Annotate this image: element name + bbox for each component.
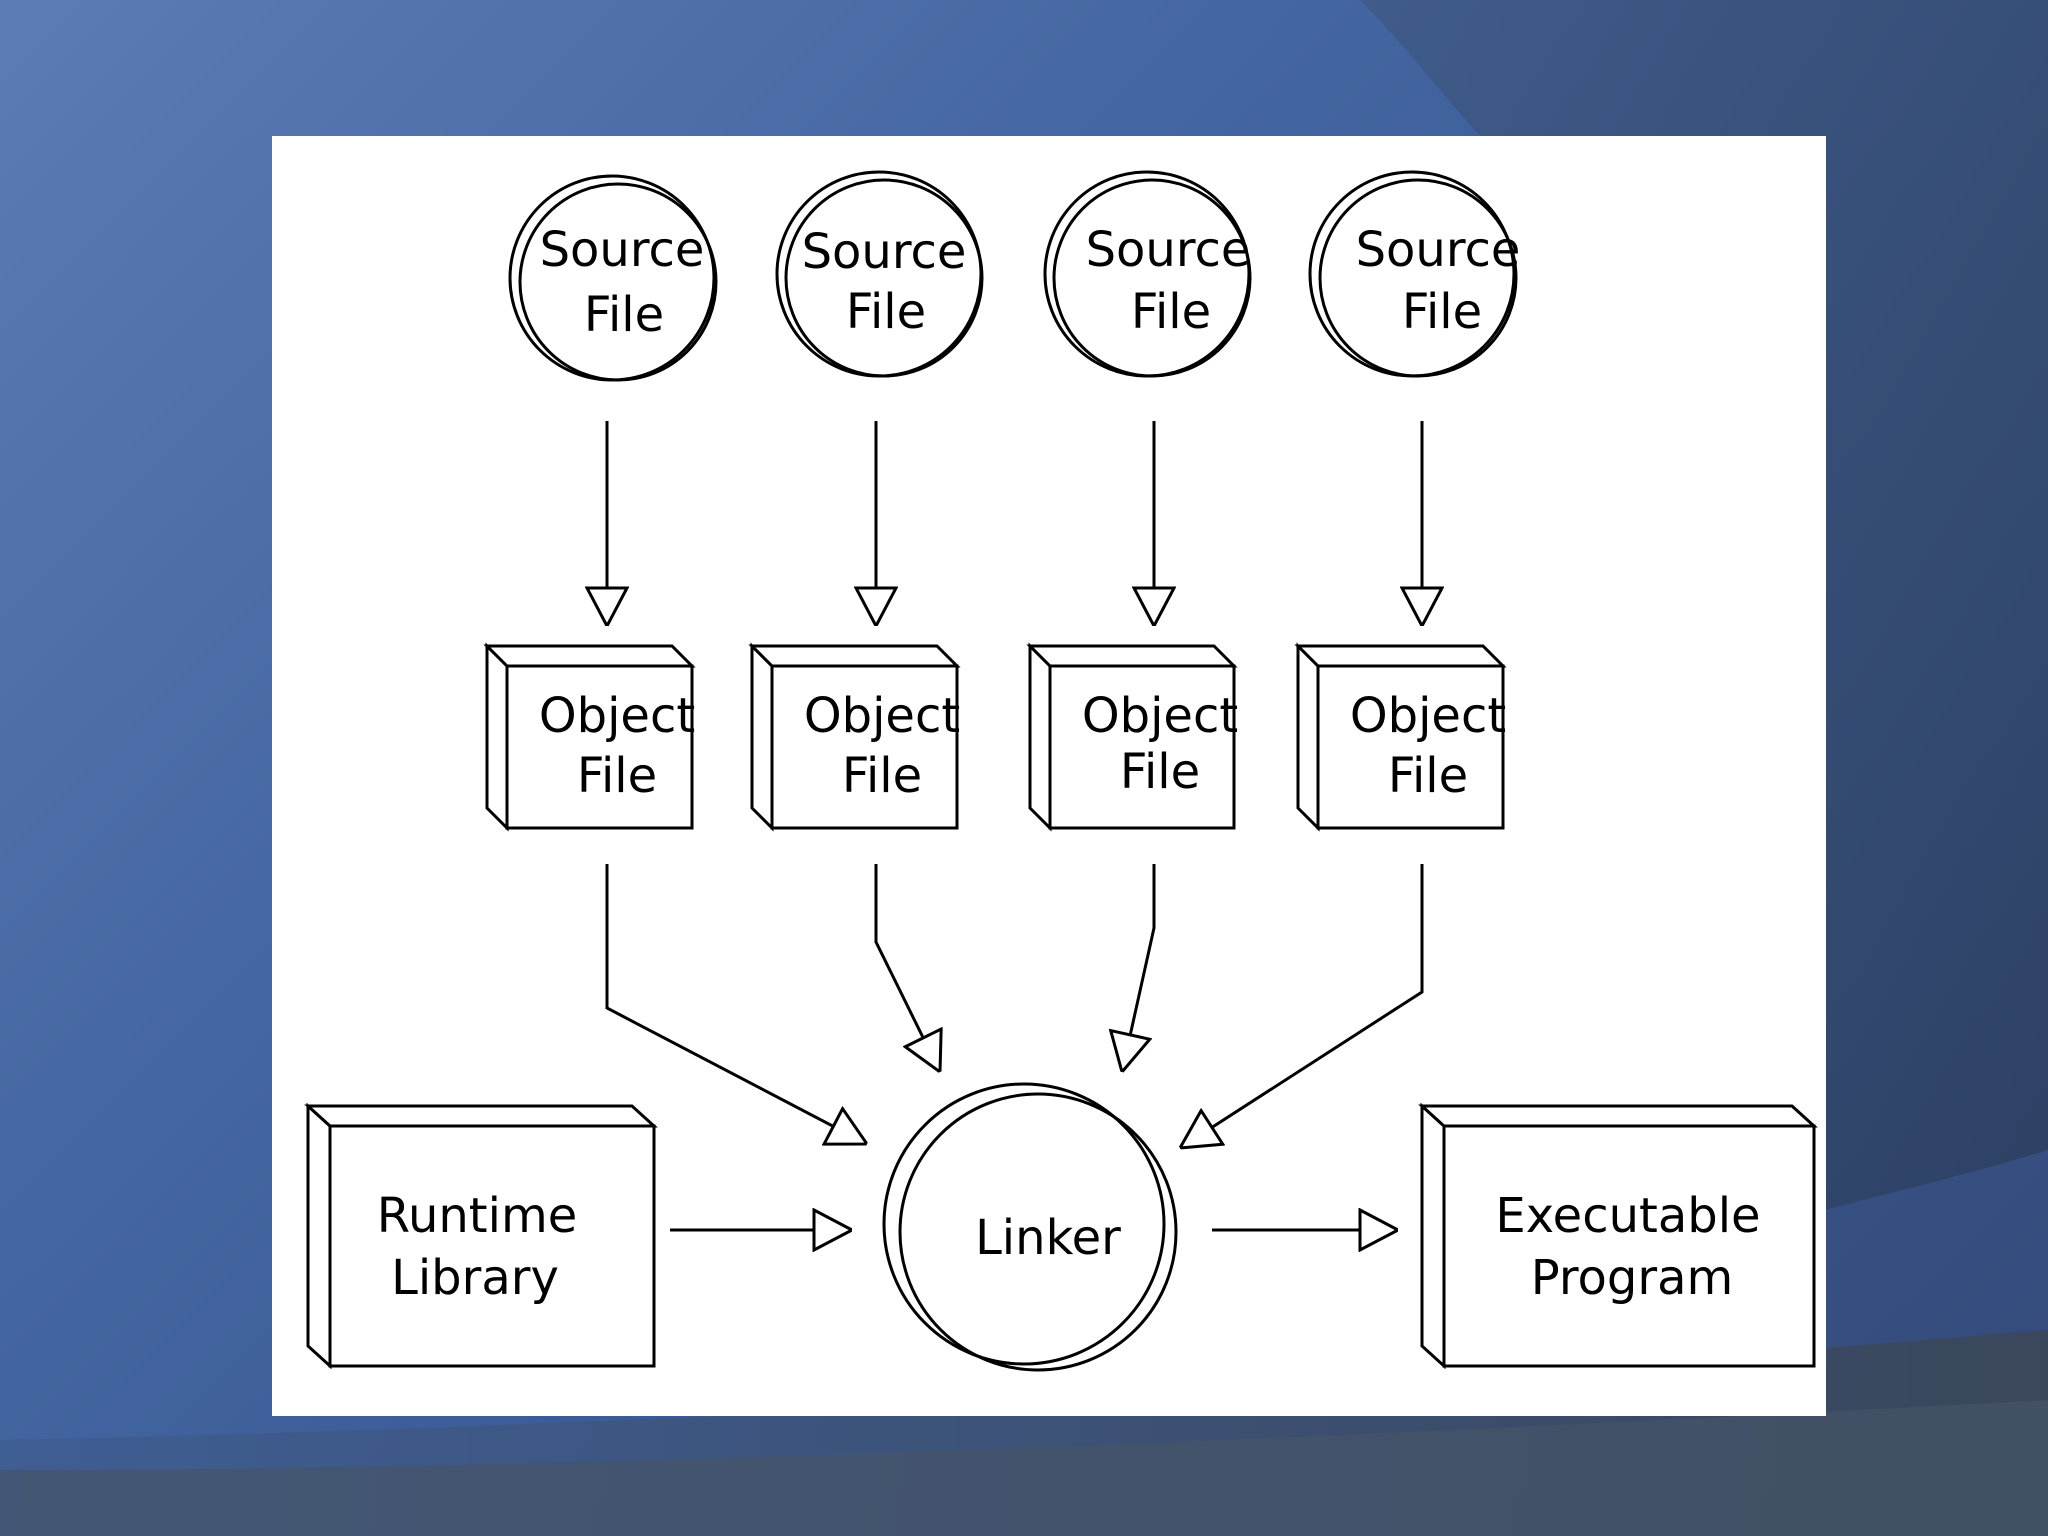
source-file-2-label-top: Source [802,224,967,280]
source-file-3: Source File [1043,170,1252,378]
source-file-1: Source File [508,174,718,382]
executable-program: Executable Program [1418,1102,1818,1370]
source-file-4: Source File [1308,170,1521,378]
source-file-4-label-top: Source [1356,222,1521,278]
source-file-2: Source File [775,170,984,378]
executable-program-label-bottom: Program [1531,1250,1734,1306]
executable-program-label-top: Executable [1495,1188,1760,1244]
object-file-1-label-bottom: File [577,748,657,804]
linker-diagram: Source File Source File Source File Sour… [304,170,1818,1372]
source-file-2-label-bottom: File [846,284,926,340]
source-file-1-label-bottom: File [584,287,664,343]
source-file-1-label-top: Source [540,222,705,278]
object-file-1: Object File [483,642,696,832]
object-file-2-label-top: Object [804,688,960,744]
object-file-4-label-top: Object [1350,688,1506,744]
object-file-1-label-top: Object [539,688,695,744]
diagram-canvas: Source File Source File Source File Sour… [272,136,1826,1416]
object-file-3-label-top: Object [1082,688,1238,744]
source-file-3-label-top: Source [1086,222,1251,278]
object-file-3-label-bottom: File [1120,744,1200,800]
source-file-4-label-bottom: File [1402,284,1482,340]
arrow-object-3-to-linker [1122,864,1156,1072]
runtime-library-label-top: Runtime [377,1188,577,1244]
runtime-library-label-bottom: Library [391,1250,559,1306]
arrow-object-4-to-linker [1180,864,1424,1148]
object-file-2-label-bottom: File [842,748,922,804]
object-file-4-label-bottom: File [1388,748,1468,804]
linker-label: Linker [975,1210,1121,1266]
object-file-3: Object File [1026,642,1238,832]
source-file-3-label-bottom: File [1131,284,1211,340]
arrow-object-1-to-linker [605,864,867,1144]
arrow-object-2-to-linker [874,864,940,1072]
runtime-library: Runtime Library [304,1102,658,1370]
object-file-4: Object File [1294,642,1507,832]
linker: Linker [882,1082,1178,1372]
object-file-2: Object File [748,642,961,832]
